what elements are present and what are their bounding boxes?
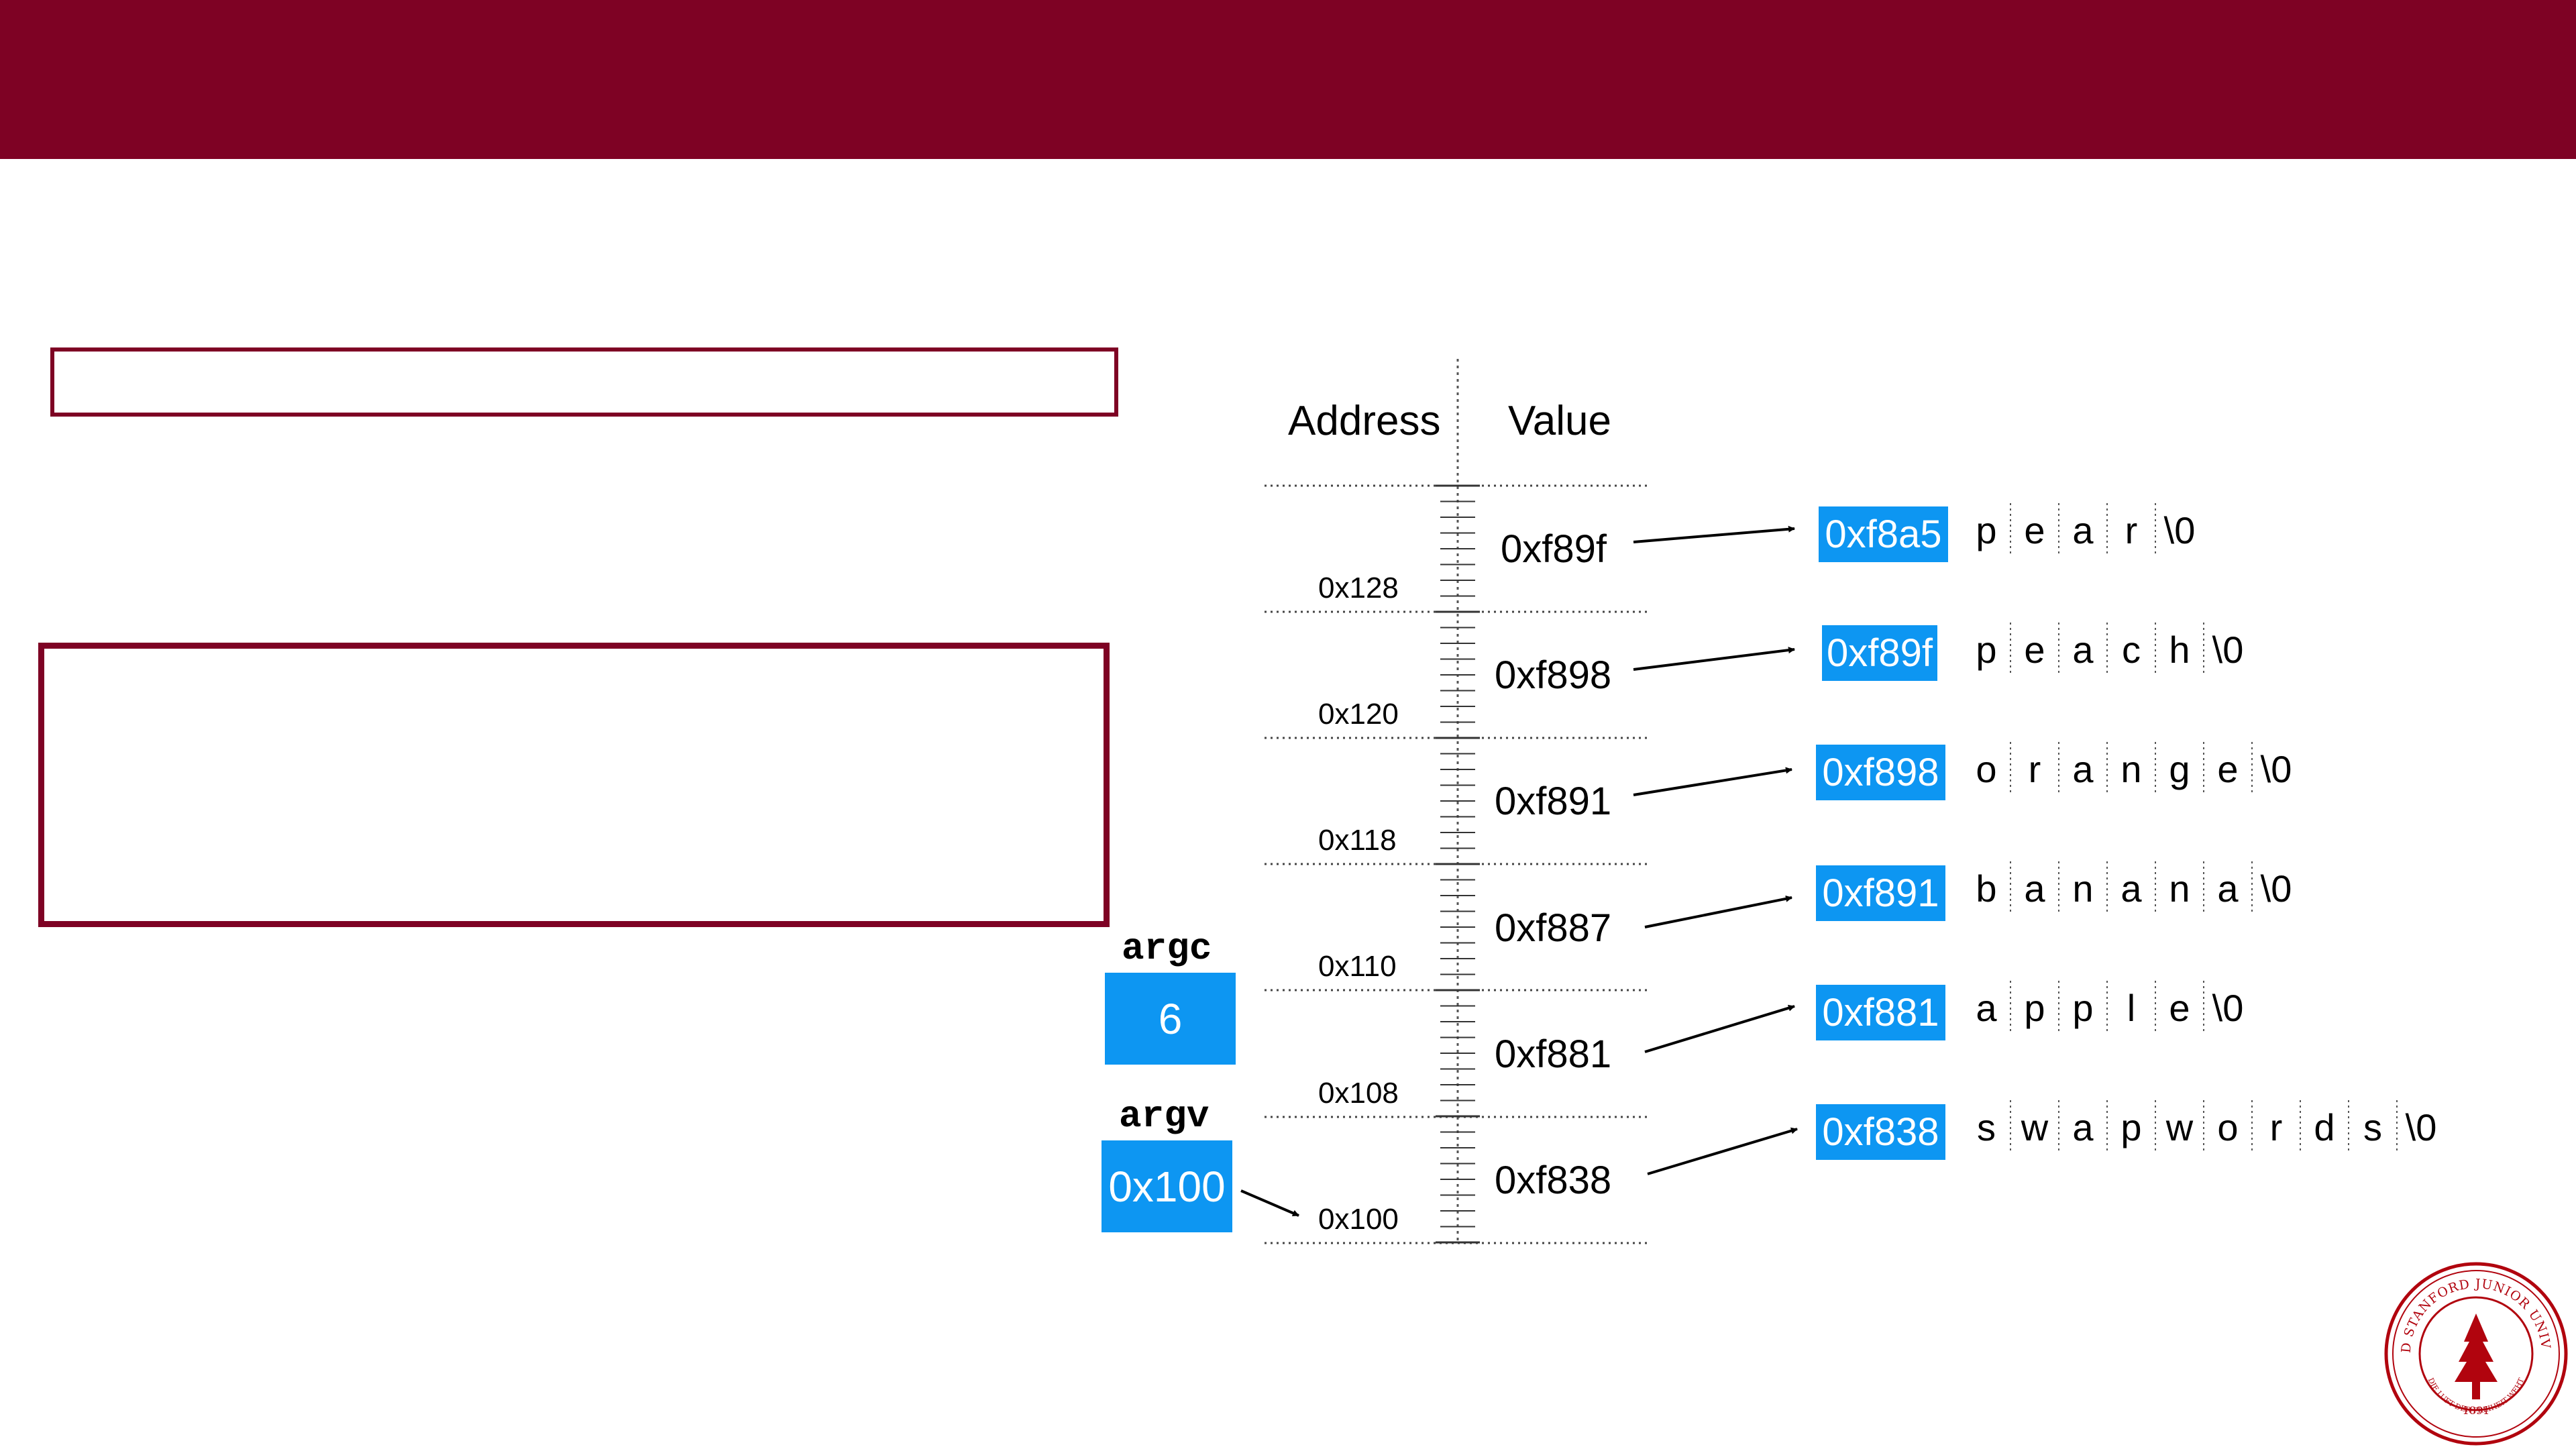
char-cell: a	[2024, 867, 2045, 910]
char-cell: g	[2169, 748, 2190, 790]
char-cell: a	[2072, 629, 2094, 671]
argv-value-box: 0x100	[1102, 1140, 1232, 1232]
value-header: Value	[1508, 398, 1611, 444]
char-cell: a	[2072, 509, 2094, 551]
char-cell: d	[2314, 1106, 2335, 1148]
byte-ticks	[1436, 484, 1480, 1244]
address-label: 0x118	[1318, 824, 1397, 857]
char-cell: c	[2122, 629, 2141, 671]
pointer-arrow	[1647, 1127, 1798, 1175]
outline-box-large	[38, 643, 1110, 927]
address-label: 0x120	[1318, 698, 1399, 731]
char-cell: \0	[2260, 748, 2292, 790]
address-label: 0x110	[1318, 950, 1397, 983]
char-cell: a	[1976, 987, 1997, 1029]
char-cell: s	[2363, 1106, 2382, 1148]
memory-value: 0xf838	[1495, 1159, 1612, 1202]
char-cell: n	[2121, 748, 2142, 790]
memory-value: 0xf891	[1495, 780, 1612, 823]
char-cell: o	[2217, 1106, 2239, 1148]
string-address-box: 0xf891	[1816, 865, 1945, 921]
pointer-arrow	[1633, 767, 1792, 796]
pointer-arrow	[1644, 1004, 1795, 1053]
char-cell: \0	[2163, 509, 2196, 551]
address-header: Address	[1288, 398, 1441, 444]
char-cell: a	[2121, 867, 2142, 910]
char-cell: h	[2169, 629, 2190, 671]
string-address-box: 0xf881	[1816, 985, 1945, 1040]
char-cell: w	[2165, 1106, 2194, 1148]
outline-box-top	[50, 347, 1118, 417]
pointer-arrow	[1633, 647, 1795, 671]
memory-value: 0xf89f	[1501, 527, 1607, 571]
char-cell: b	[1976, 867, 1997, 910]
address-label: 0x128	[1318, 572, 1399, 604]
argc-value-box: 6	[1105, 973, 1236, 1065]
char-cell: s	[1977, 1106, 1996, 1148]
char-cell: \0	[2212, 987, 2244, 1029]
argv-pointer-arrow	[1240, 1189, 1299, 1217]
char-cell: a	[2072, 1106, 2094, 1148]
char-cell: e	[2217, 748, 2239, 790]
char-cell: r	[2028, 748, 2041, 790]
char-cell: n	[2169, 867, 2190, 910]
address-label: 0x108	[1318, 1077, 1399, 1110]
argc-label: argc	[1122, 927, 1212, 970]
pointer-arrows	[1240, 525, 1798, 1217]
char-cell: o	[1976, 748, 1997, 790]
char-cell: r	[2125, 509, 2138, 551]
char-cell: p	[2121, 1106, 2142, 1148]
char-cell: l	[2127, 987, 2136, 1029]
pointer-arrow	[1644, 895, 1792, 928]
argv-label: argv	[1119, 1095, 1210, 1138]
char-cell: p	[2024, 987, 2045, 1029]
char-cell: \0	[2260, 867, 2292, 910]
char-cell: n	[2072, 867, 2094, 910]
memory-value: 0xf898	[1495, 653, 1612, 697]
char-cell: a	[2072, 748, 2094, 790]
string-address-box: 0xf898	[1816, 745, 1945, 800]
char-cell: e	[2024, 509, 2045, 551]
char-cell: p	[1976, 509, 1997, 551]
stanford-seal-logo: LELAND STANFORD JUNIOR UNIVERSITY DIE LU…	[2383, 1261, 2568, 1446]
char-cell: e	[2169, 987, 2190, 1029]
char-cell: \0	[2405, 1106, 2437, 1148]
string-address-box: 0xf838	[1816, 1104, 1945, 1160]
seal-year: 1891	[2463, 1404, 2490, 1417]
memory-value: 0xf887	[1495, 906, 1612, 950]
memory-value: 0xf881	[1495, 1032, 1612, 1076]
char-cell: \0	[2212, 629, 2244, 671]
char-cell: r	[2269, 1106, 2283, 1148]
char-cell: a	[2217, 867, 2239, 910]
char-cell: p	[2072, 987, 2094, 1029]
pointer-arrow	[1633, 525, 1795, 543]
header-bar	[0, 0, 2576, 159]
char-separators	[2010, 503, 2398, 1154]
char-cell: w	[2021, 1106, 2049, 1148]
address-label: 0x100	[1318, 1203, 1399, 1236]
char-cell: p	[1976, 629, 1997, 671]
string-address-box: 0xf89f	[1822, 625, 1937, 681]
char-cell: e	[2024, 629, 2045, 671]
string-address-box: 0xf8a5	[1819, 506, 1948, 562]
row-separators	[1265, 484, 1649, 1244]
